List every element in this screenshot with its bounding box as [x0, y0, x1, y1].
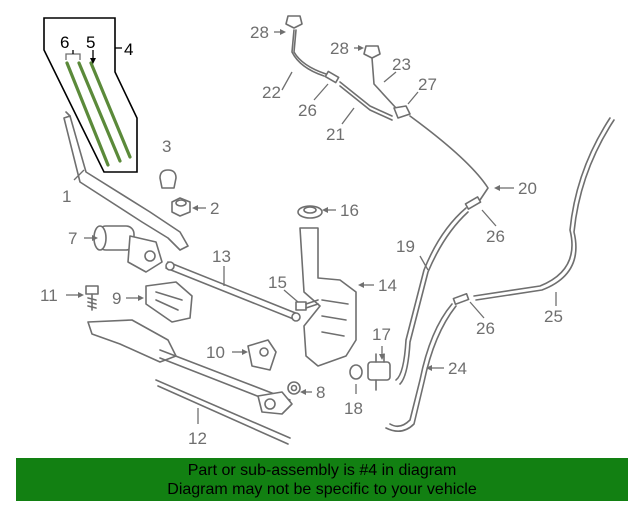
callout-6: 6: [60, 33, 69, 52]
callout-14: 14: [378, 276, 397, 295]
callout-26-mid: 26: [486, 227, 505, 246]
callout-28-right: 28: [330, 39, 349, 58]
rod-part-12[interactable]: [155, 379, 291, 445]
wiper-arm-part-1[interactable]: [63, 111, 189, 251]
wiper-linkage-assembly[interactable]: [87, 319, 293, 415]
callout-18: 18: [344, 399, 363, 418]
callout-21: 21: [326, 125, 345, 144]
callout-19: 19: [396, 237, 415, 256]
callout-26-low: 26: [476, 319, 495, 338]
grommet-part-18[interactable]: [349, 364, 363, 380]
callout-5: 5: [86, 33, 95, 52]
footer-line-2: Diagram may not be specific to your vehi…: [167, 481, 477, 498]
callout-9: 9: [112, 289, 121, 308]
nut-part-2[interactable]: [171, 197, 191, 217]
cap-part-3[interactable]: [159, 169, 177, 189]
callout-4: 4: [124, 40, 133, 59]
callout-8: 8: [316, 383, 325, 402]
callout-25: 25: [544, 307, 563, 326]
callout-13: 13: [212, 247, 231, 266]
callout-15: 15: [268, 273, 287, 292]
reservoir-cap-part-16[interactable]: [297, 205, 323, 219]
washer-hoses[interactable]: [285, 15, 615, 432]
callout-27: 27: [418, 75, 437, 94]
callout-1: 1: [62, 187, 71, 206]
bracket-part-10[interactable]: [247, 339, 277, 371]
callout-28-left: 28: [250, 23, 269, 42]
callout-11: 11: [40, 286, 58, 305]
footer-banner: Part or sub-assembly is #4 in diagram Di…: [16, 458, 628, 501]
highlight-box-part-4[interactable]: [43, 17, 138, 173]
callout-26-top: 26: [298, 101, 317, 120]
callout-22: 22: [262, 83, 281, 102]
bolt-part-11[interactable]: [85, 285, 99, 311]
callout-16: 16: [340, 201, 359, 220]
callout-12: 12: [188, 429, 207, 448]
callout-17: 17: [372, 325, 391, 344]
bracket-part-9[interactable]: [145, 281, 193, 323]
callout-20: 20: [518, 179, 537, 198]
washer-pump-part-17[interactable]: [367, 353, 391, 391]
washer-reservoir-part-14[interactable]: [299, 227, 357, 367]
callout-10: 10: [206, 343, 225, 362]
callout-3: 3: [162, 137, 171, 156]
linkage-rod-part-13[interactable]: [165, 261, 301, 322]
leader-lines: [66, 29, 557, 424]
callout-7: 7: [68, 229, 77, 248]
callout-2: 2: [210, 199, 219, 218]
bolt-part-15[interactable]: [295, 299, 319, 311]
callout-24: 24: [448, 359, 467, 378]
footer-line-1: Part or sub-assembly is #4 in diagram: [187, 462, 457, 479]
grommet-part-8[interactable]: [287, 381, 301, 395]
callout-23: 23: [392, 55, 411, 74]
callout-labels: 6 5 4 1 2 3 7 13 11 9 10 8 12 15 14 16 1…: [40, 23, 563, 448]
wiper-motor-part-7[interactable]: [93, 225, 163, 273]
